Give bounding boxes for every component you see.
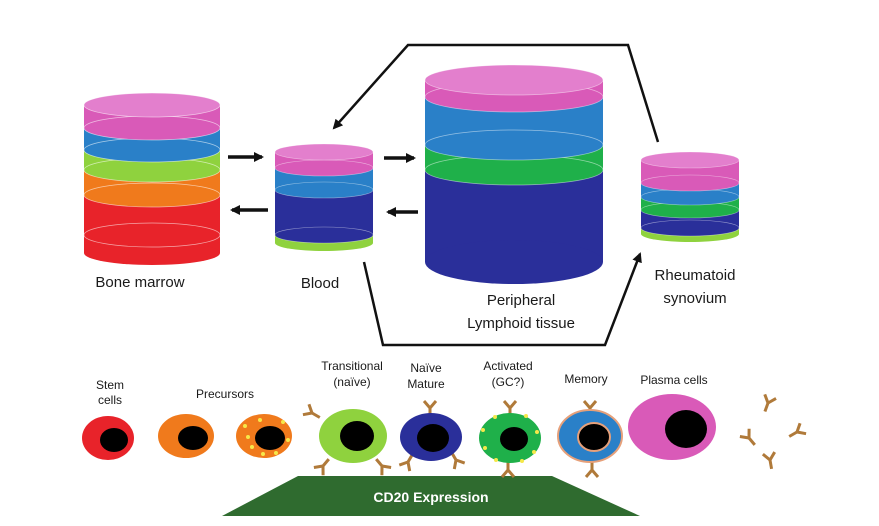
arrow-blood-to-synovium — [362, 252, 642, 347]
label-synovium: synovium — [663, 290, 726, 307]
label-naive-paren: (naïve) — [333, 375, 370, 389]
activated-cell — [479, 399, 541, 479]
plasma-cell — [628, 394, 716, 460]
label-activated: Activated — [483, 359, 532, 373]
label-plasma-cells: Plasma cells — [640, 373, 707, 387]
memory-cell — [557, 399, 623, 479]
arrow-synovium-to-blood — [332, 43, 660, 143]
label-transitional: Transitional — [321, 359, 383, 373]
bone-marrow-cylinder — [83, 92, 221, 265]
precursor-cell-2 — [236, 414, 292, 458]
rheumatoid-synovium-cylinder — [640, 151, 740, 242]
label-memory: Memory — [564, 372, 607, 386]
label-lymphoid-tissue: Lymphoid tissue — [467, 315, 575, 332]
label-naive: Naïve — [410, 361, 442, 375]
label-blood: Blood — [301, 275, 339, 292]
stem-cell — [82, 416, 134, 460]
free-antibodies — [738, 392, 808, 472]
naive-mature-cell — [397, 399, 467, 473]
peripheral-lymphoid-cylinder — [424, 64, 604, 284]
label-stem: Stem — [96, 378, 124, 392]
label-mature: Mature — [407, 377, 445, 391]
transitional-cell — [301, 402, 393, 477]
blood-cylinder — [274, 143, 374, 251]
label-cells: cells — [98, 393, 122, 407]
cd20-expression-bar: CD20 Expression — [222, 476, 640, 516]
label-bone-marrow: Bone marrow — [95, 274, 184, 291]
cd20-label: CD20 Expression — [373, 489, 488, 505]
precursor-cell-1 — [158, 414, 214, 458]
label-precursors: Precursors — [196, 387, 254, 401]
label-peripheral: Peripheral — [487, 292, 555, 309]
label-rheumatoid: Rheumatoid — [655, 267, 736, 284]
label-gc: (GC?) — [492, 375, 525, 389]
